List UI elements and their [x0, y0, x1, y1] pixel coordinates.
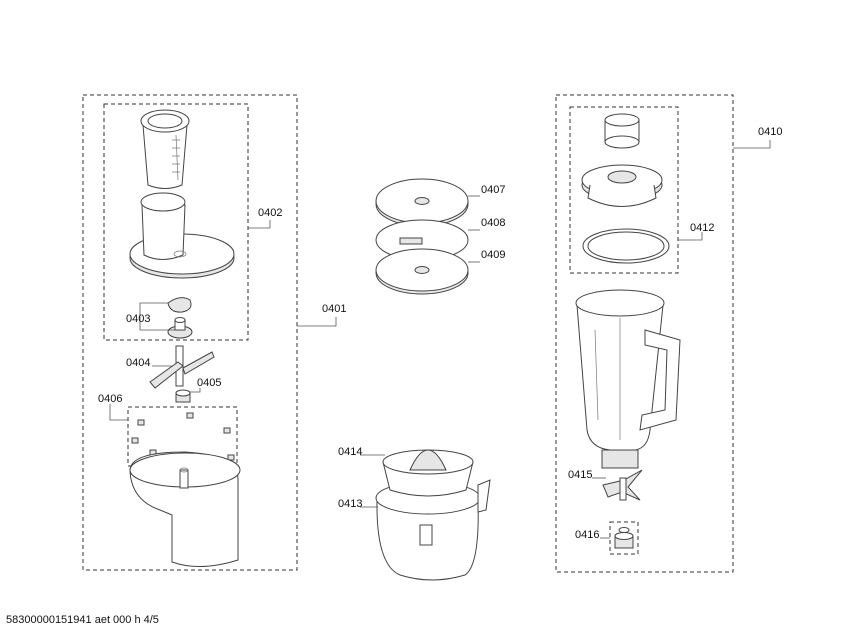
- label-0404: 0404: [126, 357, 150, 369]
- group-0416-box: [609, 521, 639, 555]
- document-footer-code: 58300000151941 aet 000 h 4/5: [6, 614, 159, 626]
- label-0403: 0403: [126, 313, 150, 325]
- blender-cap-part: [604, 113, 640, 149]
- disc-0407: [375, 178, 469, 227]
- blender-blade-part: [602, 469, 643, 501]
- cap-part: [167, 297, 192, 313]
- juicer-part: [375, 449, 491, 581]
- label-0414: 0414: [338, 446, 362, 458]
- label-0416: 0416: [575, 529, 599, 541]
- label-0406: 0406: [98, 393, 122, 405]
- label-0402: 0402: [258, 207, 282, 219]
- label-0415: 0415: [568, 469, 592, 481]
- disc-0409: [375, 248, 469, 295]
- label-0413: 0413: [338, 498, 362, 510]
- label-0401: 0401: [322, 303, 346, 315]
- label-0412: 0412: [690, 222, 714, 234]
- group-0412-box: [569, 106, 679, 274]
- coupling-part: [167, 317, 193, 339]
- blender-jug-part: [575, 289, 681, 469]
- label-0408: 0408: [481, 217, 505, 229]
- coupling-0416-part: [614, 527, 634, 549]
- blender-lid-part: [581, 164, 663, 207]
- bowl-part: [129, 451, 241, 568]
- group-0410-box: [555, 94, 734, 573]
- label-0405: 0405: [197, 377, 221, 389]
- label-0407: 0407: [481, 184, 505, 196]
- label-0409: 0409: [481, 249, 505, 261]
- lid-part: [129, 192, 235, 279]
- group-0401-box: [82, 94, 298, 571]
- sealing-ring-part: [582, 228, 670, 264]
- clips-part: [131, 412, 235, 461]
- blade-part: [149, 345, 215, 389]
- seal-part: [175, 389, 191, 403]
- label-0410: 0410: [758, 126, 782, 138]
- pusher-part: [140, 109, 190, 189]
- group-0402-box: [103, 103, 249, 341]
